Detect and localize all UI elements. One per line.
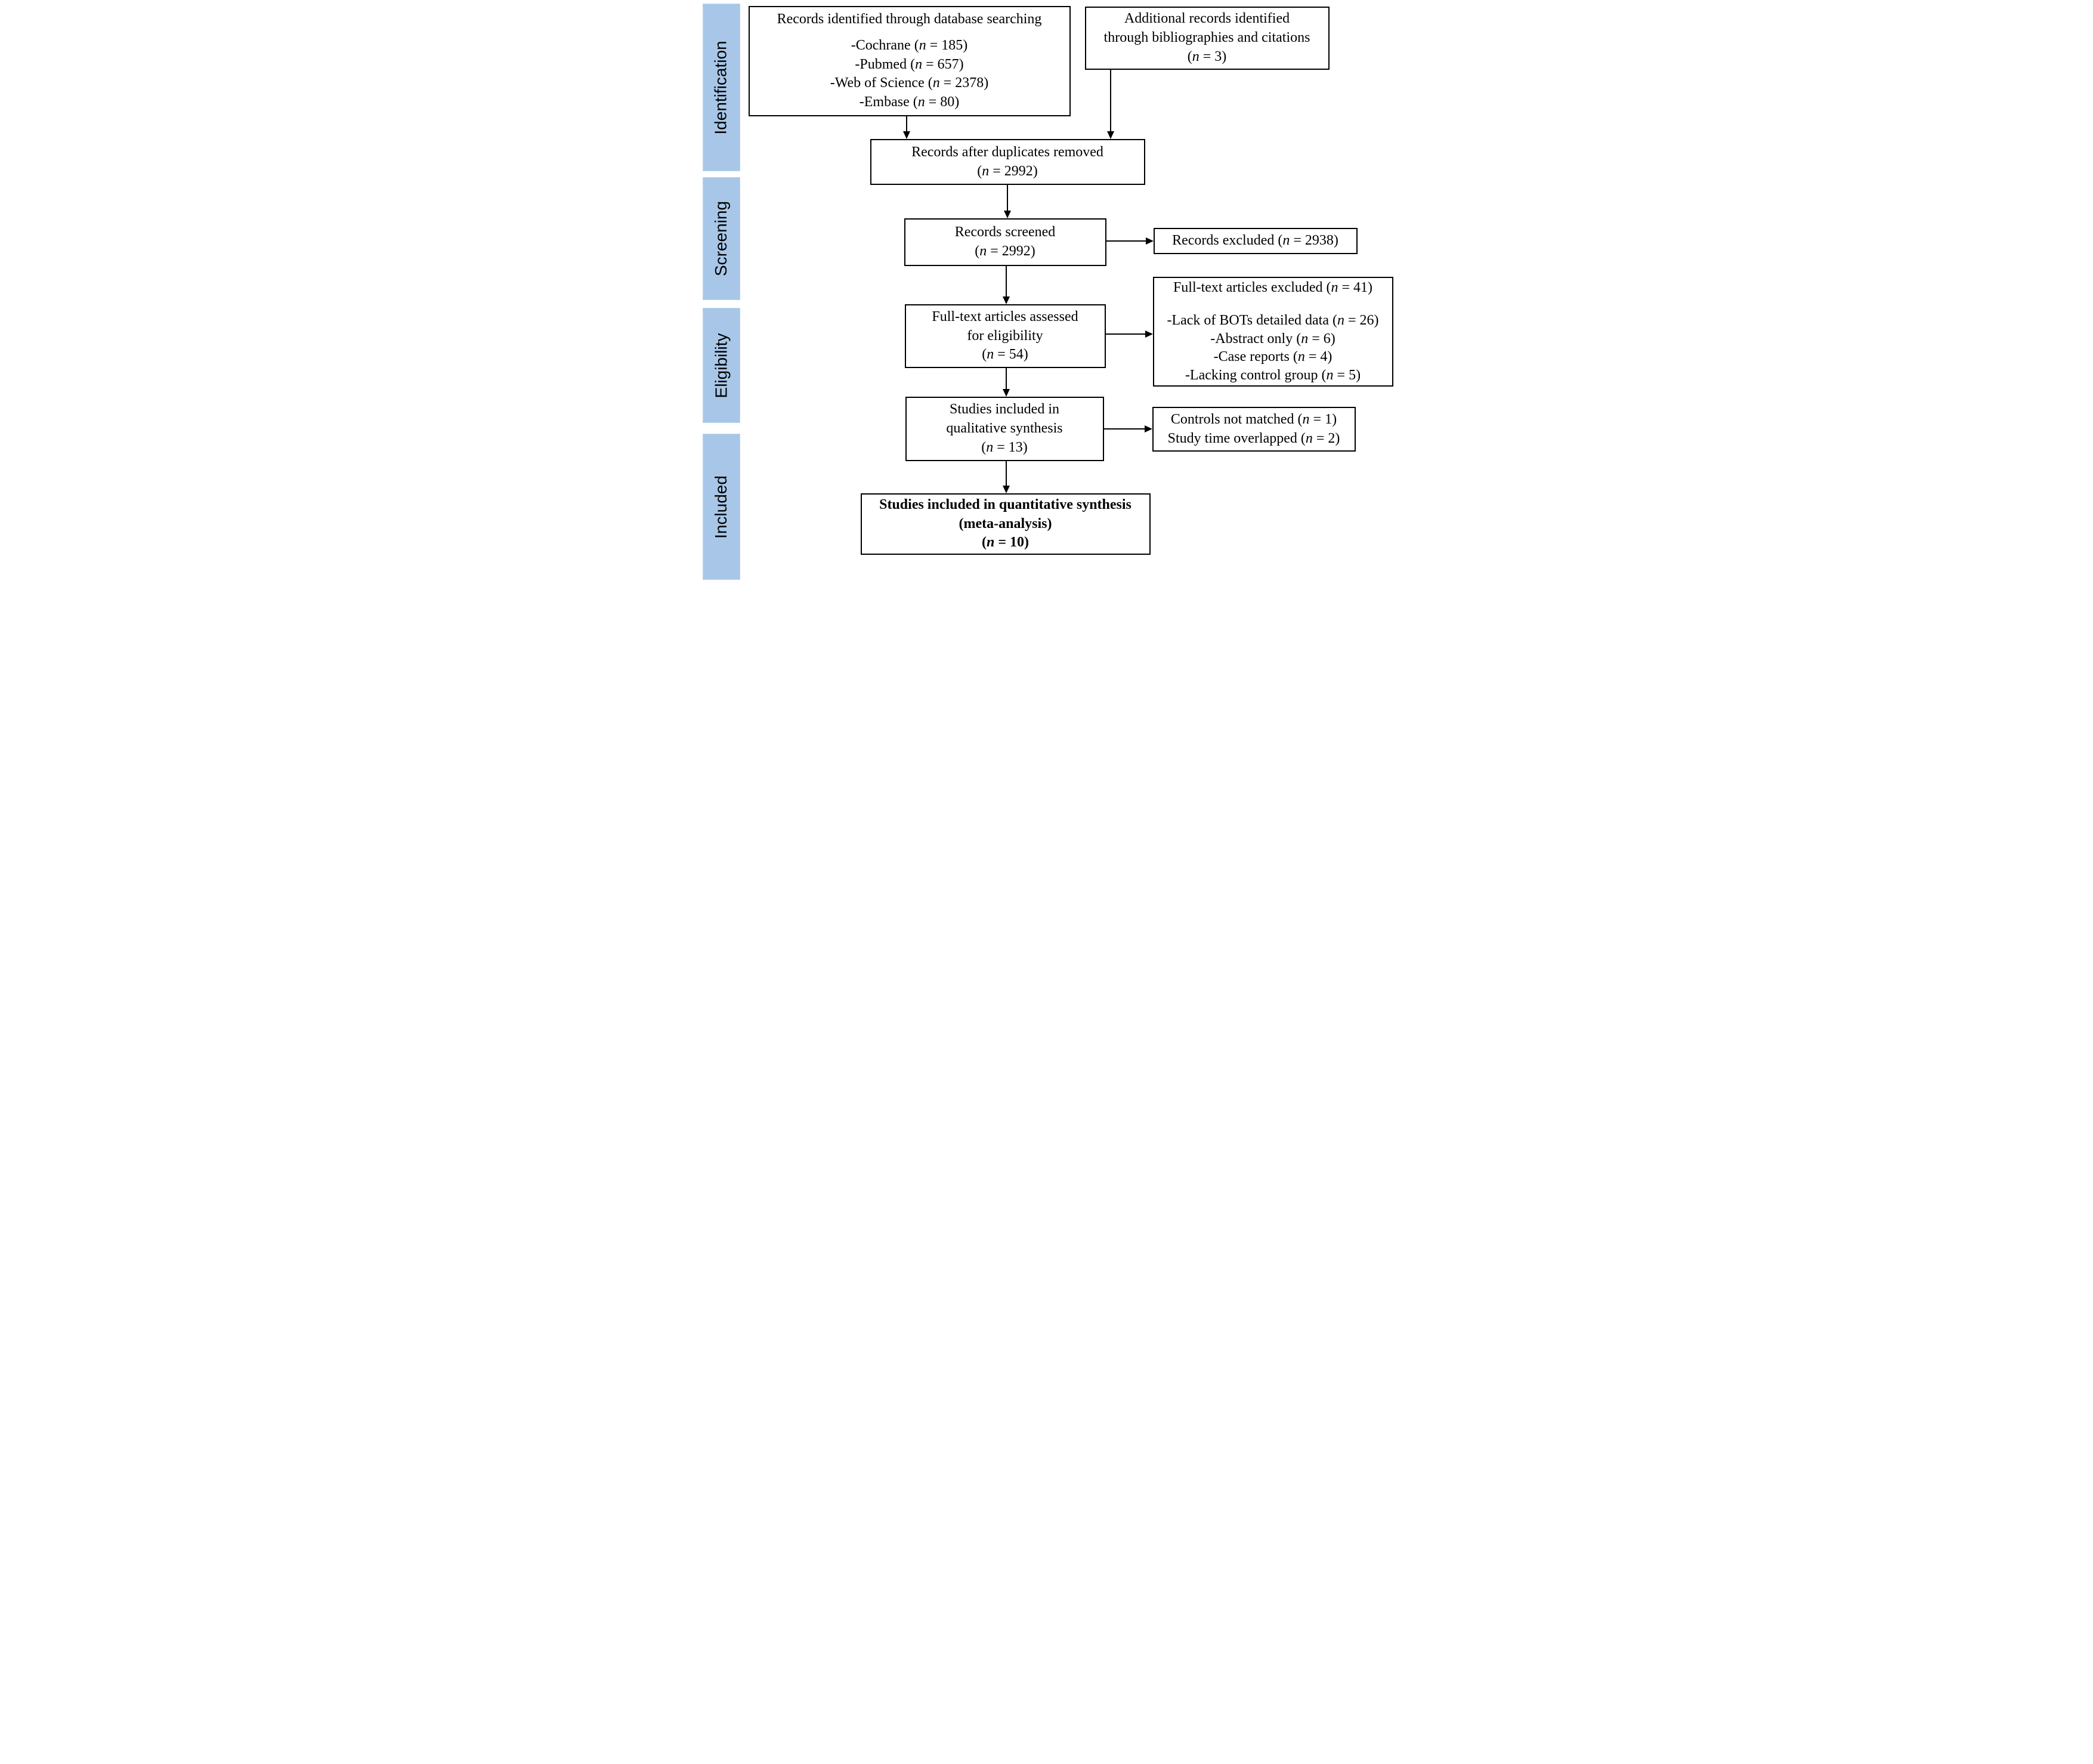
stage-label: Included bbox=[712, 475, 730, 539]
box-line: (n = 10) bbox=[981, 535, 1030, 551]
box-line: for eligibility bbox=[967, 328, 1043, 344]
box-line: -Lack of BOTs detailed data (n = 26) bbox=[1167, 312, 1379, 328]
box-title: Records identified through database sear… bbox=[777, 11, 1042, 27]
box-line: (n = 54) bbox=[982, 347, 1028, 363]
box-quantitative-synthesis: Studies included in quantitative synthes… bbox=[860, 493, 1151, 555]
arrowhead-down-icon bbox=[902, 131, 910, 139]
box-line: (n = 2992) bbox=[975, 243, 1035, 259]
box-line: -Pubmed (n = 657) bbox=[855, 56, 964, 72]
box-line: Records screened bbox=[954, 224, 1056, 240]
box-line: (n = 2992) bbox=[977, 163, 1038, 179]
arrow-additional-to-dedup bbox=[1109, 70, 1111, 131]
box-records-identified: Records identified through database sear… bbox=[748, 6, 1071, 116]
box-line: Studies included in bbox=[950, 401, 1059, 418]
arrowhead-right-icon bbox=[1145, 330, 1153, 338]
box-line: (n = 13) bbox=[981, 439, 1028, 455]
box-duplicates-removed: Records after duplicates removed (n = 29… bbox=[870, 139, 1145, 185]
box-line: through bibliographies and citations bbox=[1103, 30, 1310, 46]
box-line: (n = 3) bbox=[1187, 48, 1227, 64]
stage-label: Eligibility bbox=[712, 333, 730, 398]
arrowhead-down-icon bbox=[1002, 296, 1010, 304]
arrow-dedup-to-screened bbox=[1006, 185, 1008, 211]
box-line: -Lacking control group (n = 5) bbox=[1185, 367, 1361, 384]
box-line: Full-text articles assessed bbox=[932, 308, 1078, 325]
box-controls-not-matched: Controls not matched (n = 1) Study time … bbox=[1152, 407, 1356, 452]
sidebar-stage-included: Included bbox=[702, 434, 740, 580]
box-line: Studies included in quantitative synthes… bbox=[879, 496, 1131, 512]
box-records-screened: Records screened (n = 2992) bbox=[904, 218, 1106, 266]
arrowhead-right-icon bbox=[1145, 237, 1154, 245]
arrowhead-down-icon bbox=[1003, 211, 1011, 218]
arrowhead-right-icon bbox=[1144, 425, 1152, 432]
box-fulltext-assessed: Full-text articles assessed for eligibil… bbox=[904, 304, 1106, 368]
box-line: Records excluded (n = 2938) bbox=[1172, 233, 1338, 249]
arrow-fulltext-to-qualitative bbox=[1005, 368, 1007, 390]
arrow-identified-to-dedup bbox=[905, 116, 907, 132]
sidebar-stage-identification: Identification bbox=[702, 4, 740, 171]
prisma-flow-diagram: Identification Screening Eligibility Inc… bbox=[697, 0, 1396, 588]
box-line: (meta-analysis) bbox=[959, 515, 1052, 532]
box-line: Records after duplicates removed bbox=[911, 144, 1103, 160]
box-line: -Embase (n = 80) bbox=[859, 94, 960, 110]
stage-label: Screening bbox=[712, 200, 730, 277]
box-additional-records: Additional records identified through bi… bbox=[1084, 7, 1330, 70]
box-line: -Cochrane (n = 185) bbox=[851, 37, 968, 53]
box-title: Full-text articles excluded (n = 41) bbox=[1173, 280, 1373, 296]
arrow-fulltext-to-ftexcluded bbox=[1105, 333, 1146, 335]
stage-label: Identification bbox=[712, 40, 730, 135]
box-line: -Web of Science (n = 2378) bbox=[830, 75, 989, 91]
box-qualitative-synthesis: Studies included in qualitative synthesi… bbox=[905, 397, 1104, 461]
box-records-excluded: Records excluded (n = 2938) bbox=[1153, 228, 1358, 254]
arrow-qualitative-to-notmatched bbox=[1103, 428, 1145, 430]
sidebar-stage-eligibility: Eligibility bbox=[702, 308, 740, 423]
box-line: Additional records identified bbox=[1124, 11, 1290, 27]
arrowhead-down-icon bbox=[1002, 486, 1010, 493]
arrowhead-down-icon bbox=[1106, 131, 1114, 139]
arrow-qualitative-to-quantitative bbox=[1005, 461, 1007, 486]
sidebar-stage-screening: Screening bbox=[702, 177, 740, 300]
box-line: Controls not matched (n = 1) bbox=[1170, 411, 1337, 427]
box-fulltext-excluded: Full-text articles excluded (n = 41) -La… bbox=[1152, 277, 1393, 387]
box-line: Study time overlapped (n = 2) bbox=[1167, 430, 1340, 446]
box-line: -Abstract only (n = 6) bbox=[1210, 330, 1335, 347]
box-line: qualitative synthesis bbox=[946, 421, 1063, 437]
box-line: -Case reports (n = 4) bbox=[1213, 349, 1333, 365]
arrow-screened-to-excluded bbox=[1106, 240, 1146, 242]
arrow-screened-to-fulltext bbox=[1005, 266, 1007, 297]
arrowhead-down-icon bbox=[1002, 389, 1010, 397]
